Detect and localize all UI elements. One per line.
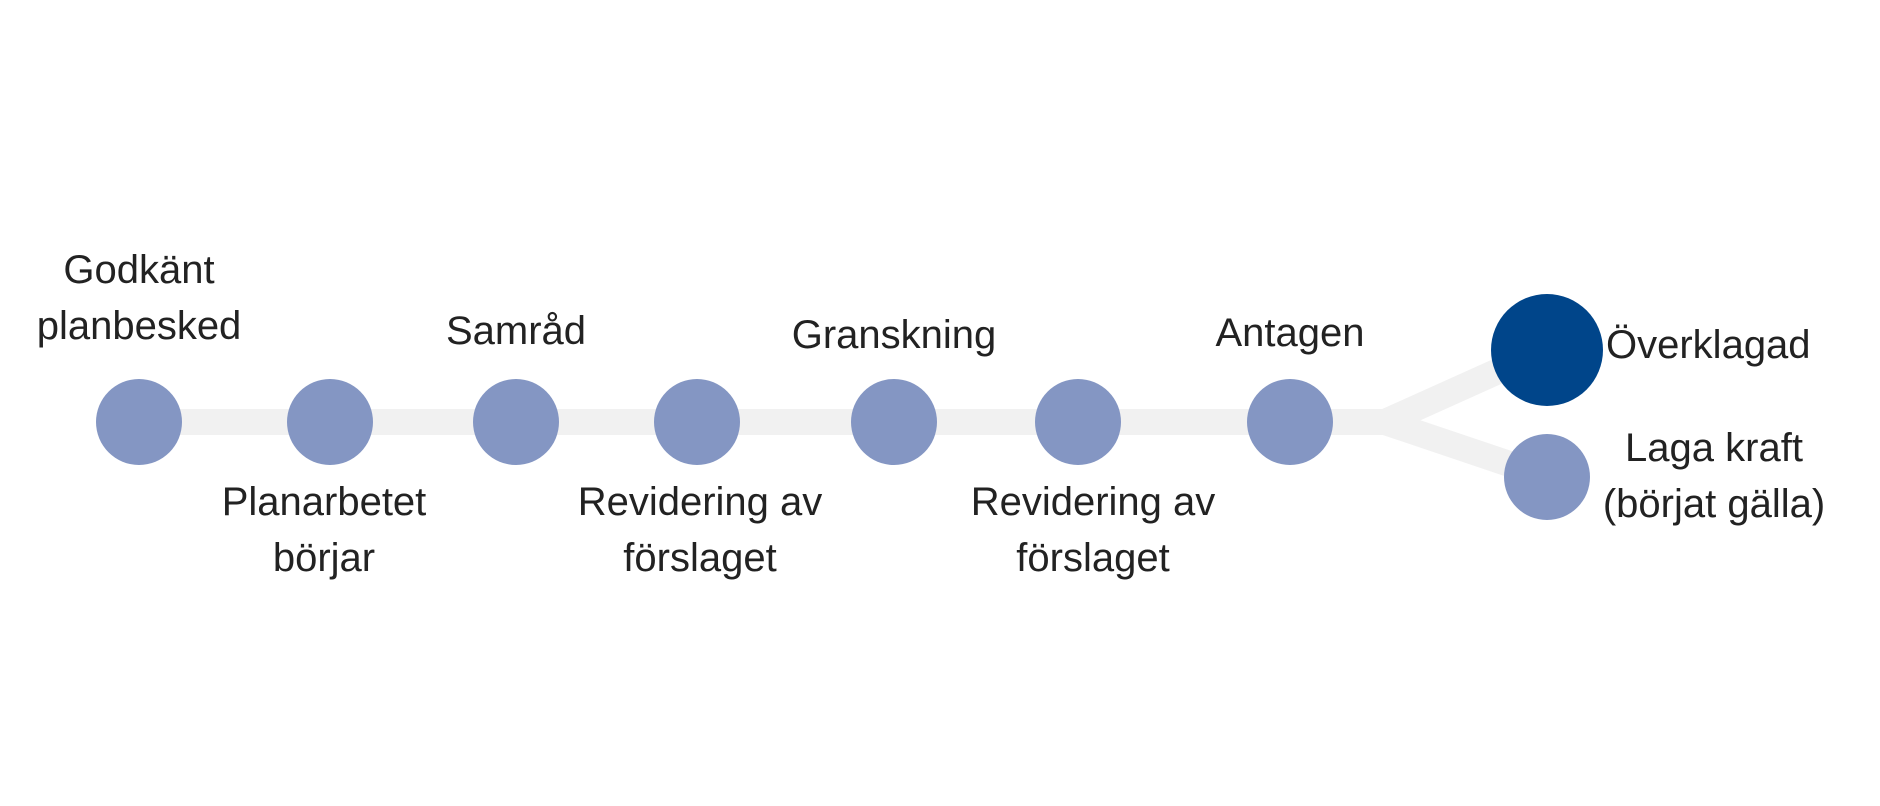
step-label-godkant-planbesked: Godkänt planbesked	[36, 248, 242, 348]
step-label-laga-kraft: Laga kraft (börjat gälla)	[1602, 426, 1826, 526]
step-label-antagen: Antagen	[1215, 311, 1365, 355]
step-dot-samrad	[473, 379, 559, 465]
step-dot-antagen	[1247, 379, 1333, 465]
step-label-revidering-2: Revidering av förslaget	[970, 480, 1216, 580]
step-dot-laga-kraft	[1504, 434, 1590, 520]
step-label-granskning: Granskning	[791, 313, 997, 357]
step-label-overklagad: Överklagad	[1606, 323, 1811, 367]
step-dot-godkant-planbesked	[96, 379, 182, 465]
step-dot-overklagad	[1491, 294, 1603, 406]
step-dot-revidering-1	[654, 379, 740, 465]
step-label-revidering-1: Revidering av förslaget	[577, 480, 823, 580]
step-label-samrad: Samråd	[445, 309, 587, 353]
step-dot-revidering-2	[1035, 379, 1121, 465]
step-label-planarbetet-borjar: Planarbetet börjar	[221, 480, 427, 580]
step-dot-granskning	[851, 379, 937, 465]
step-dot-planarbetet-borjar	[287, 379, 373, 465]
